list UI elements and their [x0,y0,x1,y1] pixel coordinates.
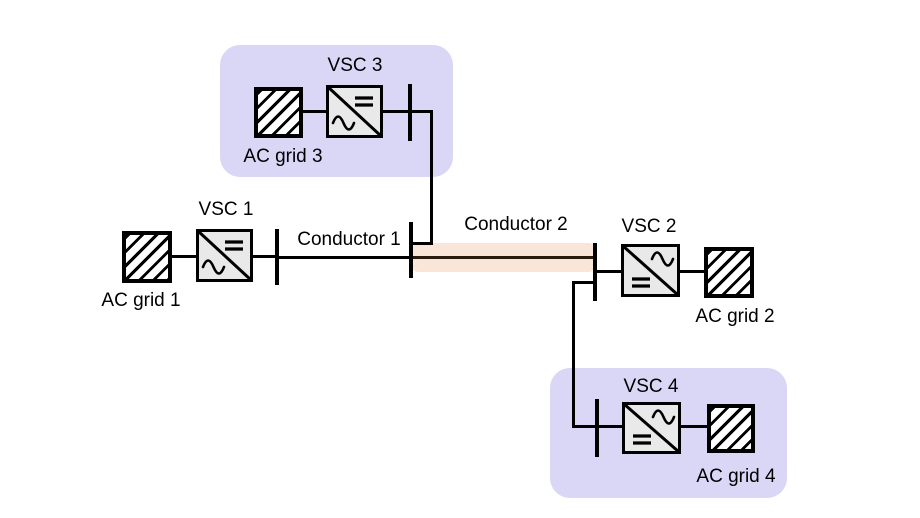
ac-sine-icon [331,115,356,131]
wire-busbar2-branch [572,281,595,284]
wire-vsc3-busbar3 [381,110,410,113]
vsc4-converter-icon [622,402,681,454]
ac-grid-2-hatched-icon [704,247,754,298]
label-vsc3: VSC 3 [327,55,383,76]
label-conductor-2: Conductor 2 [464,214,568,235]
vsc2-converter-icon [621,244,680,297]
wire-elbow-midbus [411,242,433,245]
vsc1-converter-icon [196,229,253,282]
wire-busbar4-vsc4 [595,425,623,428]
converter-diagonal [196,229,253,282]
conductor1-line [277,256,411,259]
wire-vsc4-acgrid4 [679,425,709,428]
wire-vsc3-drop [430,110,433,245]
ac-sine-icon [651,409,676,425]
label-conductor-1: Conductor 1 [297,229,401,250]
converter-diagonal [326,85,383,138]
conductor2-line [411,256,597,259]
dc-busbar-2-icon [593,243,597,301]
label-ac-grid-3: AC grid 3 [243,146,323,167]
wire-branch-drop [572,281,575,428]
ac-grid-3-hatched-icon [254,87,303,138]
dc-busbar-1-icon [275,229,279,285]
label-vsc4: VSC 4 [623,376,679,397]
wire-busbar3-elbow [410,110,433,113]
label-vsc2: VSC 2 [621,216,677,237]
dc-busbar-mid-icon [409,222,413,278]
wire-vsc1-busbar1 [251,255,277,258]
dc-busbar-3-icon [408,84,412,141]
label-ac-grid-1: AC grid 1 [101,290,181,311]
wire-branch-busbar4 [572,425,597,428]
vsc3-converter-icon [326,85,383,138]
ac-sine-icon [650,251,675,267]
wire-acgrid1-vsc1 [172,255,198,258]
ac-grid-4-hatched-icon [707,404,755,453]
ac-sine-icon [201,259,226,275]
label-vsc1: VSC 1 [198,199,254,220]
ac-grid-1-hatched-icon [122,231,172,283]
dc-busbar-4-icon [595,399,599,457]
converter-diagonal [623,402,680,454]
wire-acgrid3-vsc3 [301,110,328,113]
wire-busbar2-vsc2 [595,270,623,273]
wire-vsc2-acgrid2 [678,270,706,273]
label-ac-grid-2: AC grid 2 [695,306,775,327]
converter-diagonal [622,244,679,297]
label-ac-grid-4: AC grid 4 [696,466,776,487]
